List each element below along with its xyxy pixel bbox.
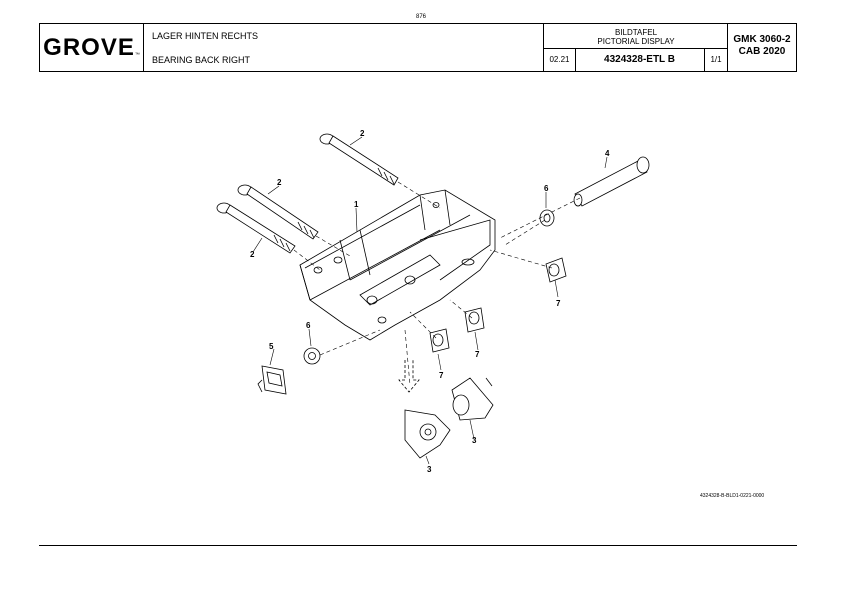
callout-numbers: 2 2 2 1 4 6 7 6 5 7 7 3 3: [250, 129, 610, 474]
display-type-english: PICTORIAL DISPLAY: [597, 37, 675, 46]
exploded-view-drawing: 2 2 2 1 4 6 7 6 5 7 7 3 3: [216, 129, 650, 474]
washer-left: [303, 347, 321, 365]
washer-right: [539, 209, 555, 227]
logo-text: GROVE: [43, 33, 135, 61]
callout-label: 3: [427, 465, 432, 474]
revision-date: 02.21: [544, 49, 576, 71]
callout-label: 4: [605, 149, 610, 158]
callout-label: 2: [360, 129, 365, 138]
model-cell: GMK 3060-2 CAB 2020: [728, 24, 796, 71]
nut-middle: [464, 307, 485, 333]
callout-label: 7: [556, 299, 561, 308]
bolt-top: [319, 133, 399, 186]
model-cab: CAB 2020: [738, 46, 786, 57]
bearing-bracket: [299, 189, 496, 341]
display-type-german: BILDTAFEL: [614, 28, 658, 37]
bolt-middle: [237, 184, 319, 240]
callout-label: 6: [306, 321, 311, 330]
clip: [257, 365, 287, 395]
rubber-bearing-cone: [451, 377, 494, 421]
title-block: GROVE ™ LAGER HINTEN RECHTS BEARING BACK…: [39, 23, 797, 72]
model-name: GMK 3060-2: [733, 34, 791, 45]
callout-label: 3: [472, 436, 477, 445]
assembly-lines: [293, 181, 581, 386]
callout-label: 5: [269, 342, 274, 351]
nut-right: [545, 257, 567, 283]
callout-label: 7: [475, 350, 480, 359]
callout-label: 7: [439, 371, 444, 380]
rubber-bearing-disc: [404, 409, 451, 459]
callout-label: 6: [544, 184, 549, 193]
callout-label: 2: [250, 250, 255, 259]
bolt-lower: [216, 202, 296, 254]
sheet-number: 1/1: [710, 55, 722, 64]
nut-left: [429, 328, 450, 353]
display-type: BILDTAFEL PICTORIAL DISPLAY: [544, 24, 728, 49]
logo-trademark: ™: [134, 52, 140, 58]
drawing-info-cell: BILDTAFEL PICTORIAL DISPLAY 02.21 432432…: [544, 24, 728, 71]
callout-leaders: [252, 136, 608, 465]
callout-label: 2: [277, 178, 282, 187]
grove-logo: GROVE ™: [40, 24, 144, 71]
page-number: 876: [415, 14, 426, 20]
pin: [573, 156, 650, 207]
callout-label: 1: [354, 200, 359, 209]
drawing-number: 4324328-ETL B: [575, 49, 705, 71]
footer-rule: [39, 545, 797, 546]
description-cell: LAGER HINTEN RECHTS BEARING BACK RIGHT: [144, 24, 544, 71]
assembly-arrow: [398, 360, 420, 393]
title-english: BEARING BACK RIGHT: [152, 55, 251, 65]
drawing-code: 4324328-B-BLD1-0221-0000: [700, 493, 765, 499]
title-german: LAGER HINTEN RECHTS: [152, 31, 259, 41]
